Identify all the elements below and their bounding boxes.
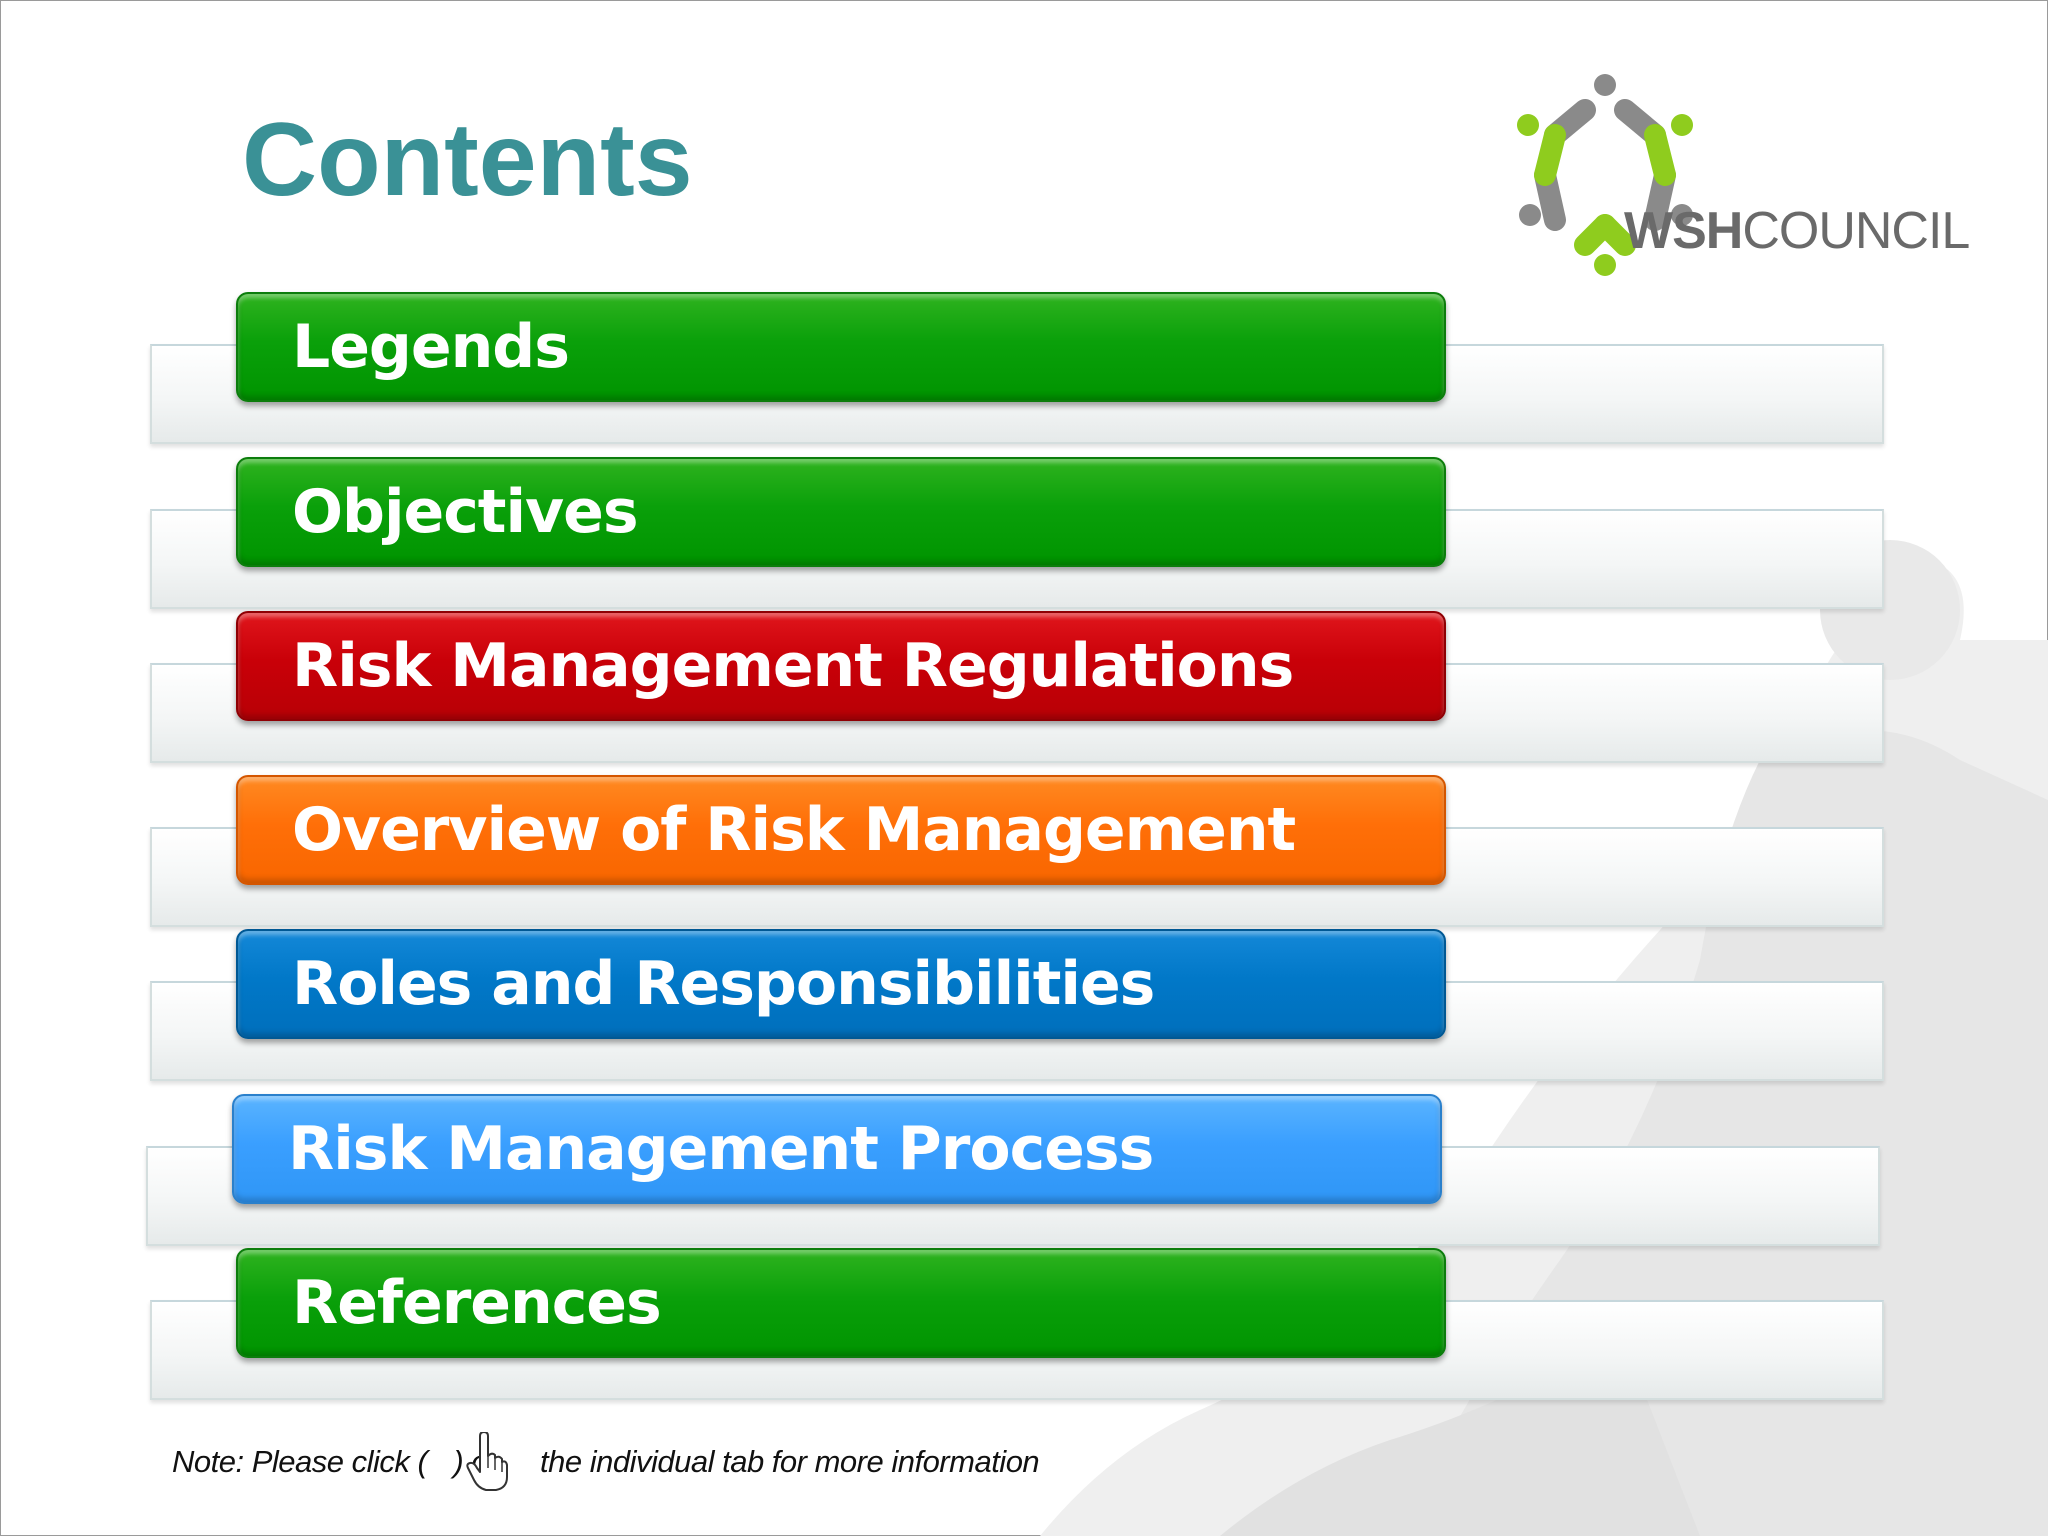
wsh-council-logo-icon bbox=[1517, 74, 1693, 276]
tab-label: Risk Management Regulations bbox=[292, 631, 1294, 701]
tab-label: Objectives bbox=[292, 477, 639, 547]
tab-objectives[interactable]: Objectives bbox=[236, 457, 1446, 567]
tab-legends[interactable]: Legends bbox=[236, 292, 1446, 402]
tab-roles-and-responsibilities[interactable]: Roles and Responsibilities bbox=[236, 929, 1446, 1039]
tab-label: Roles and Responsibilities bbox=[292, 949, 1155, 1019]
logo-wordmark: WSHCOUNCIL bbox=[1624, 202, 1970, 260]
tab-label: References bbox=[292, 1268, 662, 1338]
tab-label: Legends bbox=[292, 312, 570, 382]
tab-risk-management-process[interactable]: Risk Management Process bbox=[232, 1094, 1442, 1204]
page-title: Contents bbox=[242, 102, 693, 218]
tab-label: Overview of Risk Management bbox=[292, 795, 1296, 865]
tab-references[interactable]: References bbox=[236, 1248, 1446, 1358]
tab-label: Risk Management Process bbox=[288, 1114, 1154, 1184]
hand-pointer-icon bbox=[466, 1432, 508, 1491]
tab-overview-of-risk-management[interactable]: Overview of Risk Management bbox=[236, 775, 1446, 885]
tab-risk-management-regulations[interactable]: Risk Management Regulations bbox=[236, 611, 1446, 721]
